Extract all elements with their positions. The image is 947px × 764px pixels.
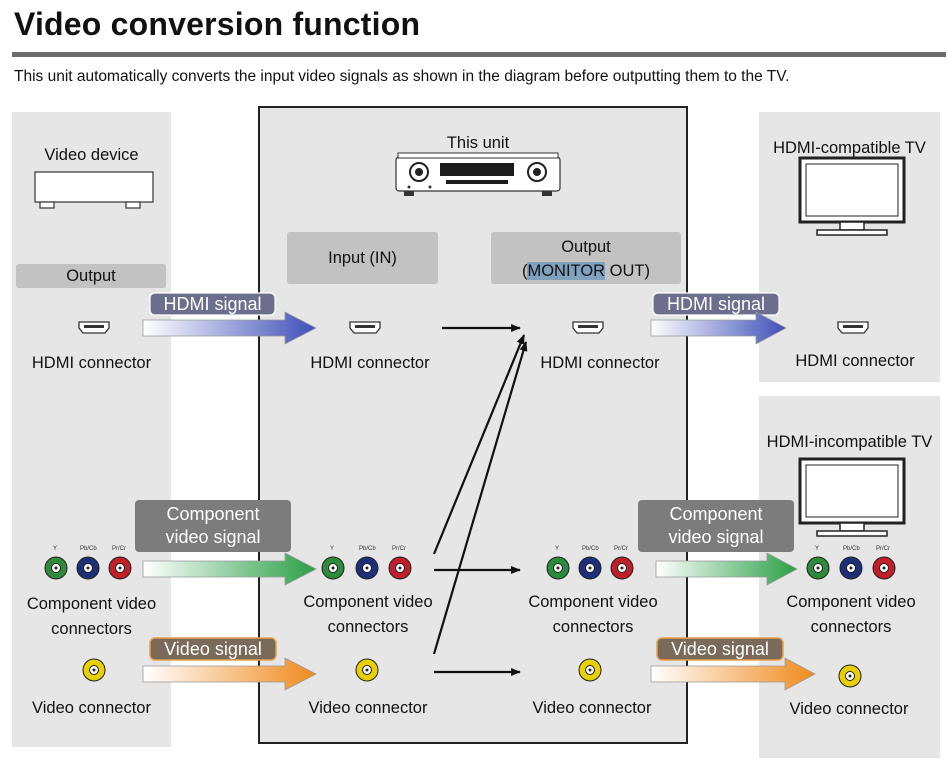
device-output-label: Output xyxy=(66,267,116,285)
hdmi-connector-icons xyxy=(78,321,869,334)
hdmi-compatible-tv-label: HDMI-compatible TV xyxy=(773,139,926,157)
video-signal-tag-left: Video signal xyxy=(164,639,262,659)
monitor-highlight: MONITOR xyxy=(527,262,606,280)
unit-in-video-connector-label: Video connector xyxy=(308,699,428,717)
jack-label-y: Y xyxy=(555,546,560,552)
this-unit-label: This unit xyxy=(446,134,510,152)
hdmi-incompatible-tv-label: HDMI-incompatible TV xyxy=(766,433,933,451)
unit-out-hdmi-connector-label: HDMI connector xyxy=(540,354,660,372)
unit-input-box: Input (IN) xyxy=(287,232,438,284)
intro-text: This unit automatically converts the inp… xyxy=(14,68,790,85)
video-jacks xyxy=(82,658,862,688)
this-unit-panel xyxy=(258,106,688,744)
unit-in-hdmi-connector-label: HDMI connector xyxy=(310,354,430,372)
jack-label-y: Y xyxy=(53,546,58,552)
jack-label-pr: Pr/Cr xyxy=(392,546,406,552)
device-video-connector-label: Video connector xyxy=(32,699,151,717)
unit-input-label: Input (IN) xyxy=(328,249,397,267)
unit-out-video-connector-label: Video connector xyxy=(532,699,652,717)
video-device-icon xyxy=(34,171,154,209)
jack-label-pb: Pb/Cb xyxy=(582,546,599,552)
unit-output-label-line2: (MONITOR OUT) xyxy=(521,262,651,280)
unit-output-label-line1: Output xyxy=(561,238,611,256)
video-signal-tag-right: Video signal xyxy=(671,639,769,659)
jack-label-pb: Pb/Cb xyxy=(359,546,376,552)
signal-tags xyxy=(135,292,794,661)
hdmi-signal-tag-right: HDMI signal xyxy=(666,294,766,314)
jack-label-pr: Pr/Cr xyxy=(614,546,628,552)
jack-label-pb: Pb/Cb xyxy=(80,546,97,552)
jack-label-y: Y xyxy=(330,546,335,552)
jack-label-y: Y xyxy=(815,546,820,552)
page-title: Video conversion function xyxy=(14,6,421,42)
av-receiver-icon xyxy=(395,152,561,196)
device-output-box: Output xyxy=(16,264,166,288)
tv-icon-compatible xyxy=(798,156,906,236)
signal-arrows xyxy=(142,311,816,691)
jack-label-pr: Pr/Cr xyxy=(876,546,890,552)
unit-output-box: Output (MONITOR OUT) xyxy=(491,232,681,284)
tv-icon-incompatible xyxy=(798,457,906,537)
video-device-label: Video device xyxy=(44,146,139,164)
tv-video-connector-label: Video connector xyxy=(789,700,909,718)
tv-hdmi-connector-label: HDMI connector xyxy=(795,352,915,370)
component-jacks xyxy=(44,556,896,580)
jack-label-pb: Pb/Cb xyxy=(843,546,860,552)
hdmi-signal-tag-left: HDMI signal xyxy=(163,294,262,314)
title-rule xyxy=(12,52,946,57)
conversion-arrows xyxy=(432,324,528,676)
device-hdmi-connector-label: HDMI connector xyxy=(31,354,152,372)
jack-label-pr: Pr/Cr xyxy=(112,546,126,552)
video-device-panel xyxy=(12,112,171,747)
